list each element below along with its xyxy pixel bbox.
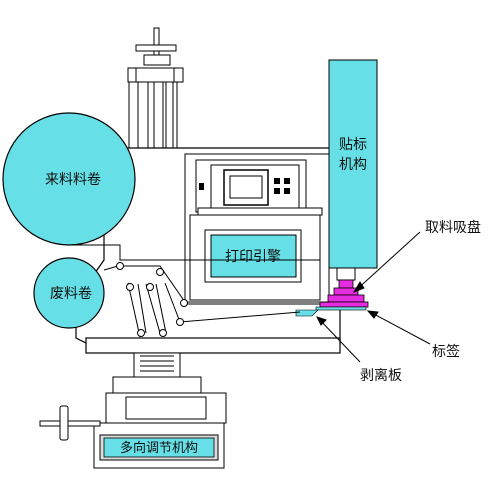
supply-roll: 来料料卷 (2, 112, 136, 246)
supply-roll-label: 来料料卷 (45, 172, 101, 188)
waste-roll: 废料卷 (33, 257, 105, 329)
peel-plate (295, 309, 319, 317)
labeling-mechanism-label-line2: 机构 (339, 157, 367, 173)
adjustment-base: 多向调节机构 (93, 376, 227, 469)
waste-roll-label: 废料卷 (50, 286, 92, 302)
spring-assembly (133, 352, 181, 378)
web-path (69, 244, 330, 338)
top-adjust-screw (127, 27, 184, 83)
print-engine-label: 打印引擎 (225, 248, 281, 265)
vertical-column (128, 81, 178, 153)
label-sheet (315, 306, 367, 311)
base-plate (85, 337, 341, 354)
labeling-mechanism-label-line1: 贴标 (339, 137, 367, 153)
suction-cup-label: 取料吸盘 (425, 219, 481, 236)
side-handwheel (39, 405, 101, 441)
labeling-mechanism: 贴标 机构 (328, 59, 378, 281)
multi-adjust-label: 多向调节机构 (120, 440, 198, 456)
guide-rollers (116, 262, 188, 337)
leader-lines (316, 231, 431, 363)
label-callout: 标签 (432, 343, 460, 360)
peel-plate-label: 剥离板 (360, 367, 402, 384)
print-engine: 打印引擎 (204, 229, 302, 283)
